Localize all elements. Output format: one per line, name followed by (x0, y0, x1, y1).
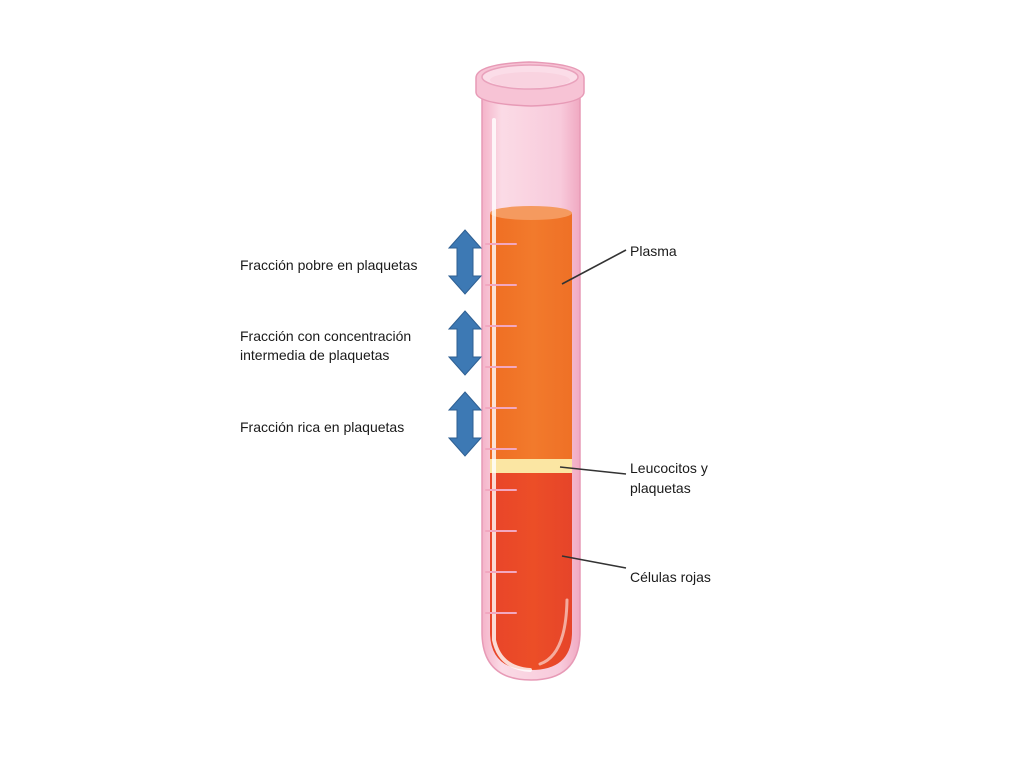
double-arrow-icon (447, 310, 483, 376)
graduation-marks (485, 243, 517, 614)
red-cells-leader-line (561, 555, 627, 569)
label-red-cells: Células rojas (630, 569, 711, 585)
label-rich-fraction: Fracción rica en plaquetas (240, 419, 405, 435)
plasma-surface (490, 206, 572, 220)
double-arrow-icon (447, 229, 483, 295)
tube-rim (475, 61, 585, 107)
buffy-coat-layer (490, 459, 572, 473)
double-arrow-icon (447, 391, 483, 457)
label-buffy-coat-line2: plaquetas (630, 480, 691, 496)
label-poor-fraction: Fracción pobre en plaquetas (240, 257, 418, 273)
label-buffy-coat-line1: Leucocitos y (630, 460, 708, 476)
glass-highlight (492, 118, 532, 672)
plasma-leader-line (561, 249, 627, 285)
plasma-layer (490, 213, 572, 463)
label-plasma: Plasma (630, 243, 677, 259)
buffy-leader-line (559, 466, 627, 475)
red-cells-layer (490, 473, 572, 670)
tube-contents (490, 206, 572, 670)
label-intermediate-fraction-line1: Fracción con concentración (240, 328, 412, 344)
glass-highlight-right (538, 598, 569, 666)
test-tube (475, 61, 585, 681)
label-intermediate-fraction-line2: intermedia de plaquetas (240, 347, 390, 363)
